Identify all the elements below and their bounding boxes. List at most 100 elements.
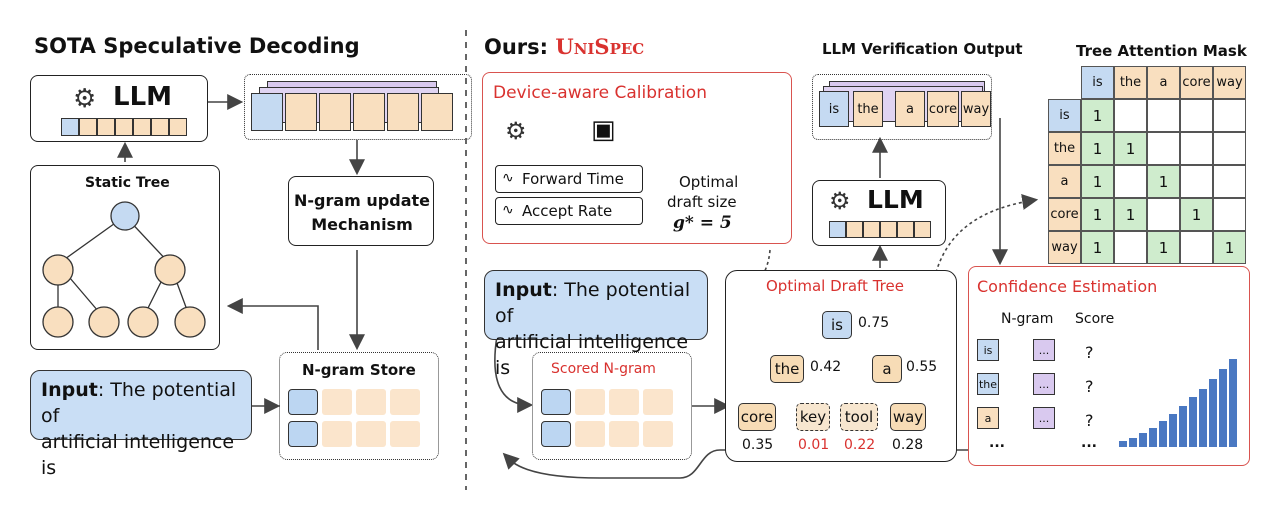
verif-token: is (819, 91, 849, 127)
static-tree-box: Static Tree (30, 165, 220, 350)
mask-cell: 1 (1180, 198, 1213, 231)
mask-cell: 1 (1081, 165, 1114, 198)
input-line2: artificial intelligence is (41, 431, 235, 479)
ngram-store-title: N-gram Store (302, 361, 416, 379)
static-tree-title: Static Tree (85, 175, 170, 191)
conf-ellipsis: ... (1081, 435, 1097, 451)
tree-score: 0.28 (892, 437, 924, 453)
llm-label-right: LLM (867, 185, 924, 214)
mask-cell: 1 (1147, 231, 1180, 264)
scored-cell (575, 389, 605, 415)
verif-token: the (853, 91, 883, 127)
conf-ngram-header: N-gram (1001, 311, 1054, 327)
scored-blue (541, 421, 571, 447)
llm-token (863, 221, 880, 238)
tree-node: way (890, 403, 926, 431)
confidence-bar (1119, 441, 1127, 447)
mask-cell (1114, 165, 1147, 198)
confidence-bar (1129, 438, 1137, 447)
tree-node: a (872, 355, 902, 383)
confidence-bar (1209, 379, 1217, 447)
store-cell (390, 421, 420, 447)
conf-question: ? (1085, 377, 1094, 396)
mask-cell: 1 (1081, 132, 1114, 165)
title-prefix: Ours: (484, 35, 556, 59)
unispec-name: UniSpec (555, 34, 645, 59)
llm-input-token (61, 118, 79, 136)
input-bold: Input (41, 379, 98, 401)
right-input-box: Input: The potential of artificial intel… (484, 270, 708, 379)
ngram-update-line1: N-gram update (293, 191, 430, 210)
mask-col-header: the (1114, 66, 1147, 99)
confidence-bar (1159, 421, 1167, 447)
llm-token (133, 118, 151, 136)
neural-net-icon: ⚙ (73, 84, 97, 114)
input-line2: artificial intelligence is (495, 331, 689, 379)
tree-root-score: 0.75 (858, 315, 890, 331)
mask-cell (1114, 99, 1147, 132)
conf-question: ? (1085, 411, 1094, 430)
llm-token (115, 118, 133, 136)
llm-token (151, 118, 169, 136)
store-cell (390, 389, 420, 415)
llm-token (880, 221, 897, 238)
mask-row-header: a (1048, 165, 1081, 198)
scored-cell (643, 389, 673, 415)
mask-cell: 1 (1114, 132, 1147, 165)
conf-ellipsis: ... (989, 435, 1005, 451)
mask-cell: 1 (1147, 165, 1180, 198)
input-bold: Input (495, 279, 552, 301)
right-title: Ours: UniSpec (484, 34, 644, 59)
optimal-label: Optimal (679, 173, 739, 191)
mask-col-header: a (1147, 66, 1180, 99)
llm-token (914, 221, 931, 238)
tree-node: key (796, 403, 830, 431)
conf-token: a (977, 407, 999, 429)
tree-root: is (822, 311, 852, 339)
verif-token: way (961, 91, 991, 127)
mask-cell: 1 (1081, 231, 1114, 264)
verif-title: LLM Verification Output (822, 40, 1023, 58)
store-cell (356, 421, 386, 447)
neural-net-icon: ⚙ (505, 117, 527, 145)
draft-size-label: draft size (667, 193, 737, 211)
mask-cell (1114, 231, 1147, 264)
mask-row-header: the (1048, 132, 1081, 165)
draft-tree-box: Optimal Draft Tree is 0.75 the 0.42 a 0.… (725, 270, 957, 462)
llm-label: LLM (113, 82, 173, 112)
mask-cell: 1 (1114, 198, 1147, 231)
llm-output-stack (244, 74, 472, 140)
verif-token: core (927, 91, 959, 127)
chip-icon: ▣ (591, 115, 616, 145)
mask-row-header: core (1048, 198, 1081, 231)
forward-time-box: ∿ Forward Time (495, 165, 643, 193)
store-blue (288, 389, 318, 415)
mask-cell: 1 (1213, 231, 1246, 264)
store-cell (356, 389, 386, 415)
conf-token: is (977, 339, 999, 361)
confidence-bar (1169, 413, 1177, 447)
stack-token (353, 93, 385, 131)
verif-output: is the a core way (812, 74, 992, 140)
mask-cell (1213, 165, 1246, 198)
mask-cell (1147, 99, 1180, 132)
ngram-update-line2: Mechanism (311, 215, 413, 234)
mask-cell (1213, 99, 1246, 132)
mask-cell (1180, 231, 1213, 264)
confidence-bar (1229, 359, 1237, 447)
scored-cell (609, 421, 639, 447)
scored-blue (541, 389, 571, 415)
llm-token (79, 118, 97, 136)
pulse-icon: ∿ (502, 202, 514, 218)
ngram-store: N-gram Store (279, 352, 439, 460)
scored-ngram-title: Scored N-gram (551, 361, 656, 377)
left-input-box: Input: The potential of artificial intel… (30, 370, 252, 479)
mask-row-header: is (1048, 99, 1081, 132)
confidence-box: Confidence Estimation N-gram Score is th… (968, 266, 1250, 466)
confidence-bars (1119, 357, 1243, 447)
mask-cell (1213, 198, 1246, 231)
mask-cell (1147, 198, 1180, 231)
llm-box: ⚙ LLM (30, 75, 208, 142)
